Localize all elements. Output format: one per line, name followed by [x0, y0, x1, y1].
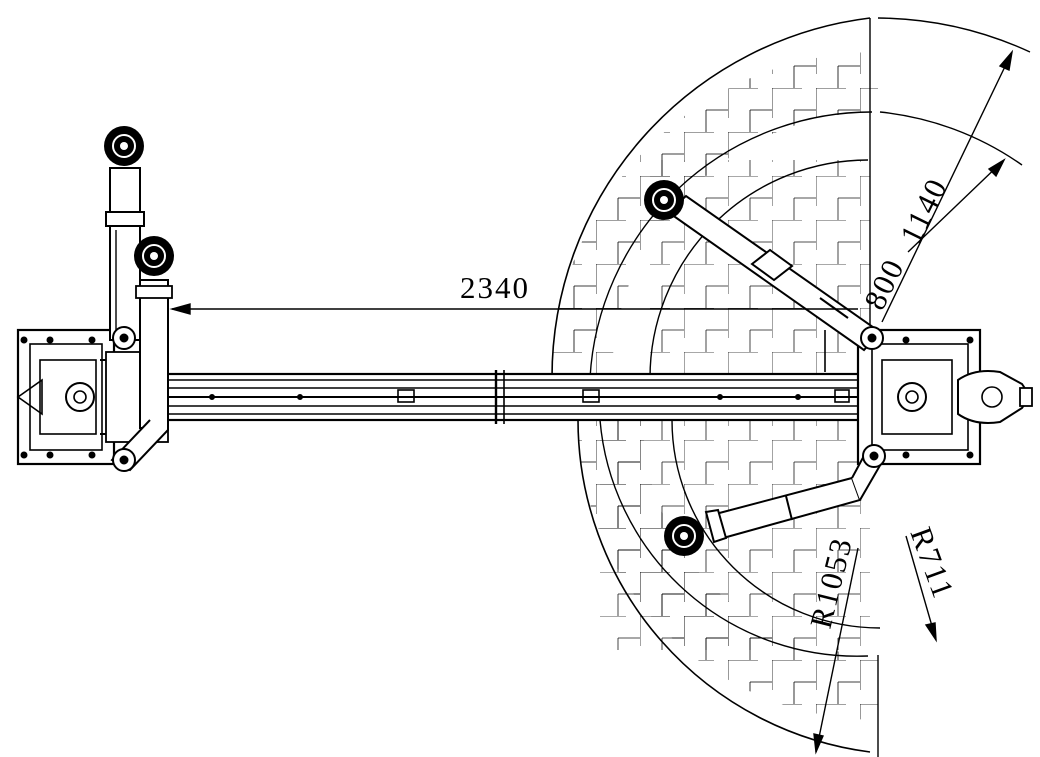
left-arm-rear [110, 279, 173, 472]
inner-radius-dimension-line [905, 535, 937, 643]
right-lower-arm [704, 444, 886, 544]
outer-reach-dimension-line [881, 49, 1014, 323]
outer-reach-arc [877, 17, 1031, 53]
outer-reach-label: 1140 [893, 172, 955, 249]
outer-radius-dimension-line [813, 547, 859, 755]
left-arm-rear-pad [134, 236, 174, 276]
right-lower-arm-pad [664, 516, 704, 556]
left-post-base [16, 328, 169, 466]
inner-reach-dimension-line [907, 158, 1006, 253]
main-beam [98, 370, 882, 424]
left-arm-front-pad [104, 126, 144, 166]
power-unit [957, 370, 1033, 424]
inner-radius-label: R711 [903, 522, 961, 604]
right-upper-arm-pad [644, 180, 684, 220]
span-dimension-line [169, 303, 858, 315]
span-dimension-label: 2340 [460, 270, 530, 305]
inner-reach-arc [879, 111, 1023, 166]
